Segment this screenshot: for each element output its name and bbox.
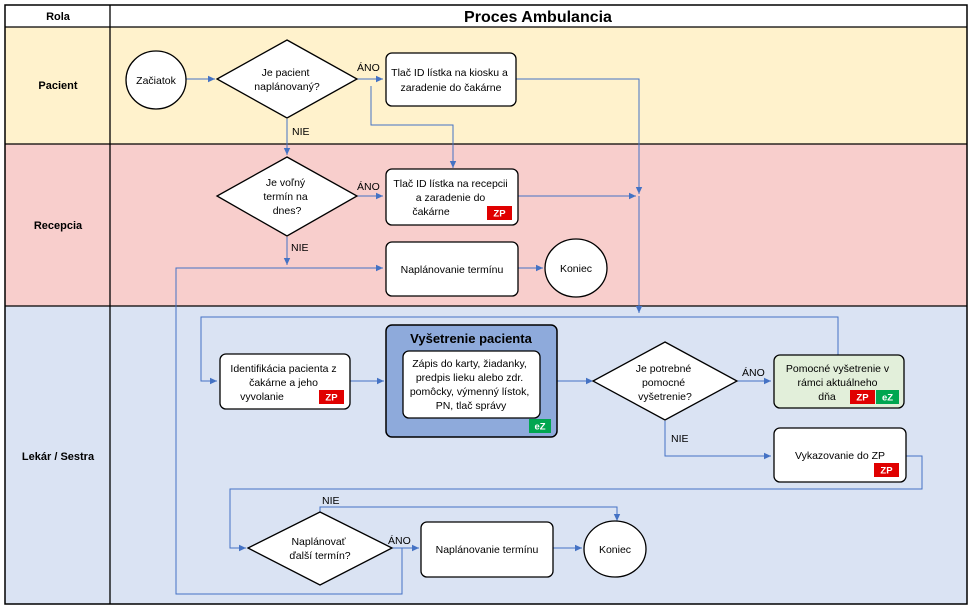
node-reception-print-label: Tlač ID lístka na recepcii a zaradenie d… <box>393 178 510 218</box>
node-kiosk-print <box>385 52 517 107</box>
node-decision-scheduled <box>215 39 359 119</box>
node-decision-scheduled-label: Je pacient naplánovaný? <box>254 67 320 93</box>
lane-label-recepcia: Recepcia <box>34 220 83 232</box>
role-column-header: Rola <box>46 11 71 23</box>
node-end-1 <box>544 238 608 298</box>
edge-label-d2-no: NIE <box>291 242 309 254</box>
lane-label-pacient: Pacient <box>38 80 77 92</box>
zp-badge <box>319 390 344 404</box>
edge-label-d3-yes: ÁNO <box>742 366 765 379</box>
zp-badge-label: ZP <box>493 209 506 220</box>
node-identification <box>219 353 351 410</box>
ez-badge-label: eZ <box>534 422 545 433</box>
node-decision-next-term-label: Naplánovať ďalší termín? <box>289 536 350 562</box>
node-end-1-label: Koniec <box>560 263 592 275</box>
node-start <box>125 50 187 110</box>
node-schedule-term-1 <box>385 241 519 297</box>
node-schedule-term-2-label: Naplánovanie termínu <box>436 544 539 556</box>
node-decision-next-term <box>246 511 394 586</box>
edge-label-d1-yes: ÁNO <box>357 61 380 74</box>
ez-badge <box>529 419 551 433</box>
node-reception-print <box>385 168 519 226</box>
zp-badge <box>850 390 875 404</box>
node-end-2-label: Koniec <box>599 544 631 556</box>
ez-badge-label: eZ <box>882 393 893 404</box>
node-decision-aux-exam-label: Je potrebné pomocné vyšetrenie? <box>636 363 694 403</box>
node-decision-free-slot <box>215 156 359 237</box>
edge-label-d4-yes: ÁNO <box>388 534 411 547</box>
node-decision-free-slot-label: Je voľný termín na dnes? <box>263 177 310 217</box>
ez-badge <box>876 390 899 404</box>
zp-badge-label: ZP <box>856 393 869 404</box>
node-report-zp <box>773 427 907 483</box>
zp-badge-label: ZP <box>325 393 338 404</box>
zp-badge-label: ZP <box>880 466 893 477</box>
edge-label-d4-no: NIE <box>322 495 340 507</box>
node-examination-details-label: Zápis do karty, žiadanky, predpis lieku … <box>410 358 532 412</box>
node-schedule-term-2 <box>420 521 554 578</box>
zp-badge <box>487 206 512 220</box>
node-start-label: Začiatok <box>136 75 176 87</box>
edge-label-d3-no: NIE <box>671 433 689 445</box>
zp-badge <box>874 463 899 477</box>
diagram-title: Proces Ambulancia <box>464 9 612 26</box>
header-row <box>5 5 967 27</box>
node-end-2 <box>583 520 647 578</box>
node-kiosk-print-label: Tlač ID lístka na kiosku a zaradenie do … <box>391 67 511 94</box>
lane-label-lekar: Lekár / Sestra <box>22 451 95 463</box>
edge-label-d1-no: NIE <box>292 126 310 138</box>
edge-label-d2-yes: ÁNO <box>357 180 380 193</box>
node-schedule-term-1-label: Naplánovanie termínu <box>401 264 504 276</box>
node-identification-label: Identifikácia pacienta z čakárne a jeho … <box>230 363 339 403</box>
node-decision-aux-exam <box>591 341 739 421</box>
node-examination-details <box>402 350 541 419</box>
node-examination-title: Vyšetrenie pacienta <box>410 331 532 346</box>
grid-lines <box>4 4 968 605</box>
node-report-zp-label: Vykazovanie do ZP <box>795 450 885 462</box>
node-aux-exam-label: Pomocné vyšetrenie v rámci aktuálneho dň… <box>786 363 892 403</box>
connectors <box>175 75 923 595</box>
